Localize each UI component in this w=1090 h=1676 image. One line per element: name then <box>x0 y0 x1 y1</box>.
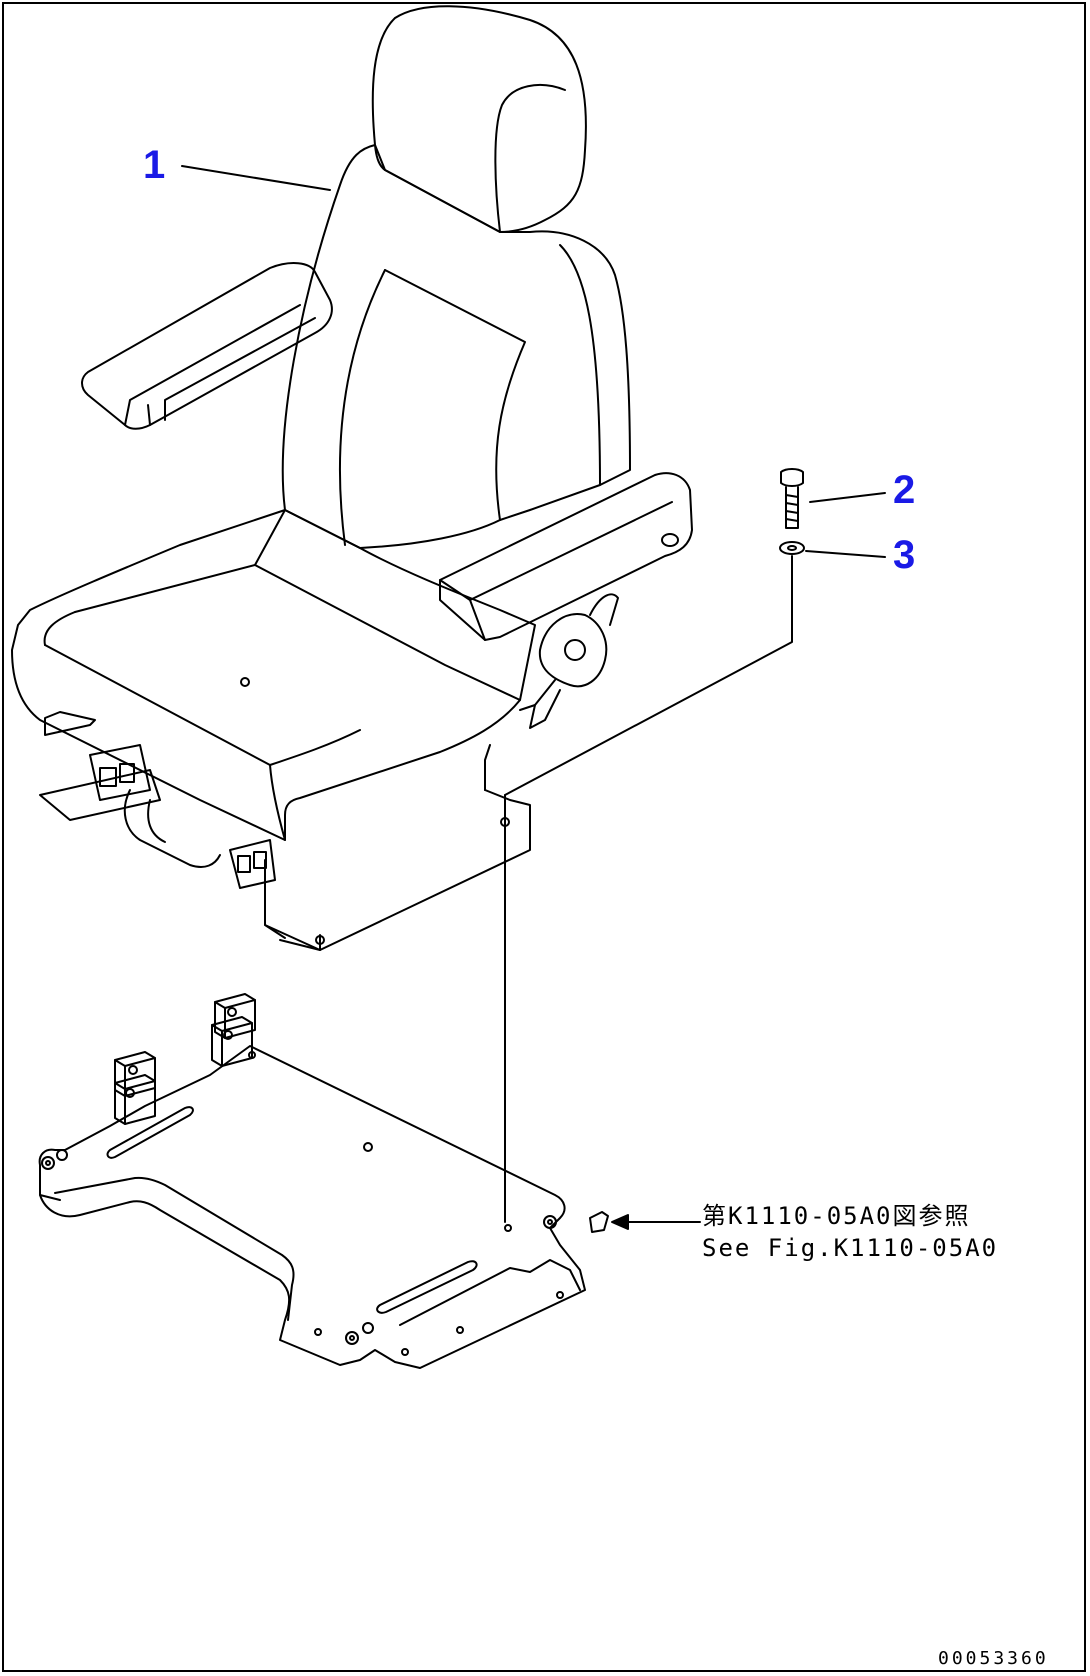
seat-headrest <box>371 5 587 233</box>
mounting-bolt <box>41 1149 557 1345</box>
recline-lever <box>519 593 619 729</box>
callout-2: 2 <box>893 468 916 512</box>
left-armrest <box>81 262 333 430</box>
assembly-line-washer <box>504 555 793 796</box>
seat-cushion <box>11 509 536 841</box>
seat-slide-rails <box>39 711 531 951</box>
mount-block <box>211 993 256 1067</box>
callout-1: 1 <box>143 143 166 187</box>
operator-seat <box>11 5 693 951</box>
reference-arrowhead <box>611 1214 629 1230</box>
reference-text-japanese: 第K1110-05A0図参照 <box>702 1202 971 1230</box>
reference-text-english: See Fig.K1110-05A0 <box>702 1234 999 1262</box>
drawing-number: 00053360 <box>938 1648 1049 1669</box>
callout-3: 3 <box>893 533 916 577</box>
seat-backrest <box>281 144 631 549</box>
side-bolt <box>589 1211 609 1233</box>
adjustment-slot <box>106 1106 194 1159</box>
leader-line-3 <box>805 550 886 558</box>
adjustment-slot <box>376 1260 478 1314</box>
seat-base-plate <box>38 993 609 1369</box>
bolt <box>780 468 804 529</box>
right-armrest <box>439 472 693 641</box>
leader-line-2 <box>809 492 886 503</box>
washer <box>779 541 805 555</box>
mount-block <box>114 1051 156 1125</box>
leader-line-1 <box>181 165 331 191</box>
